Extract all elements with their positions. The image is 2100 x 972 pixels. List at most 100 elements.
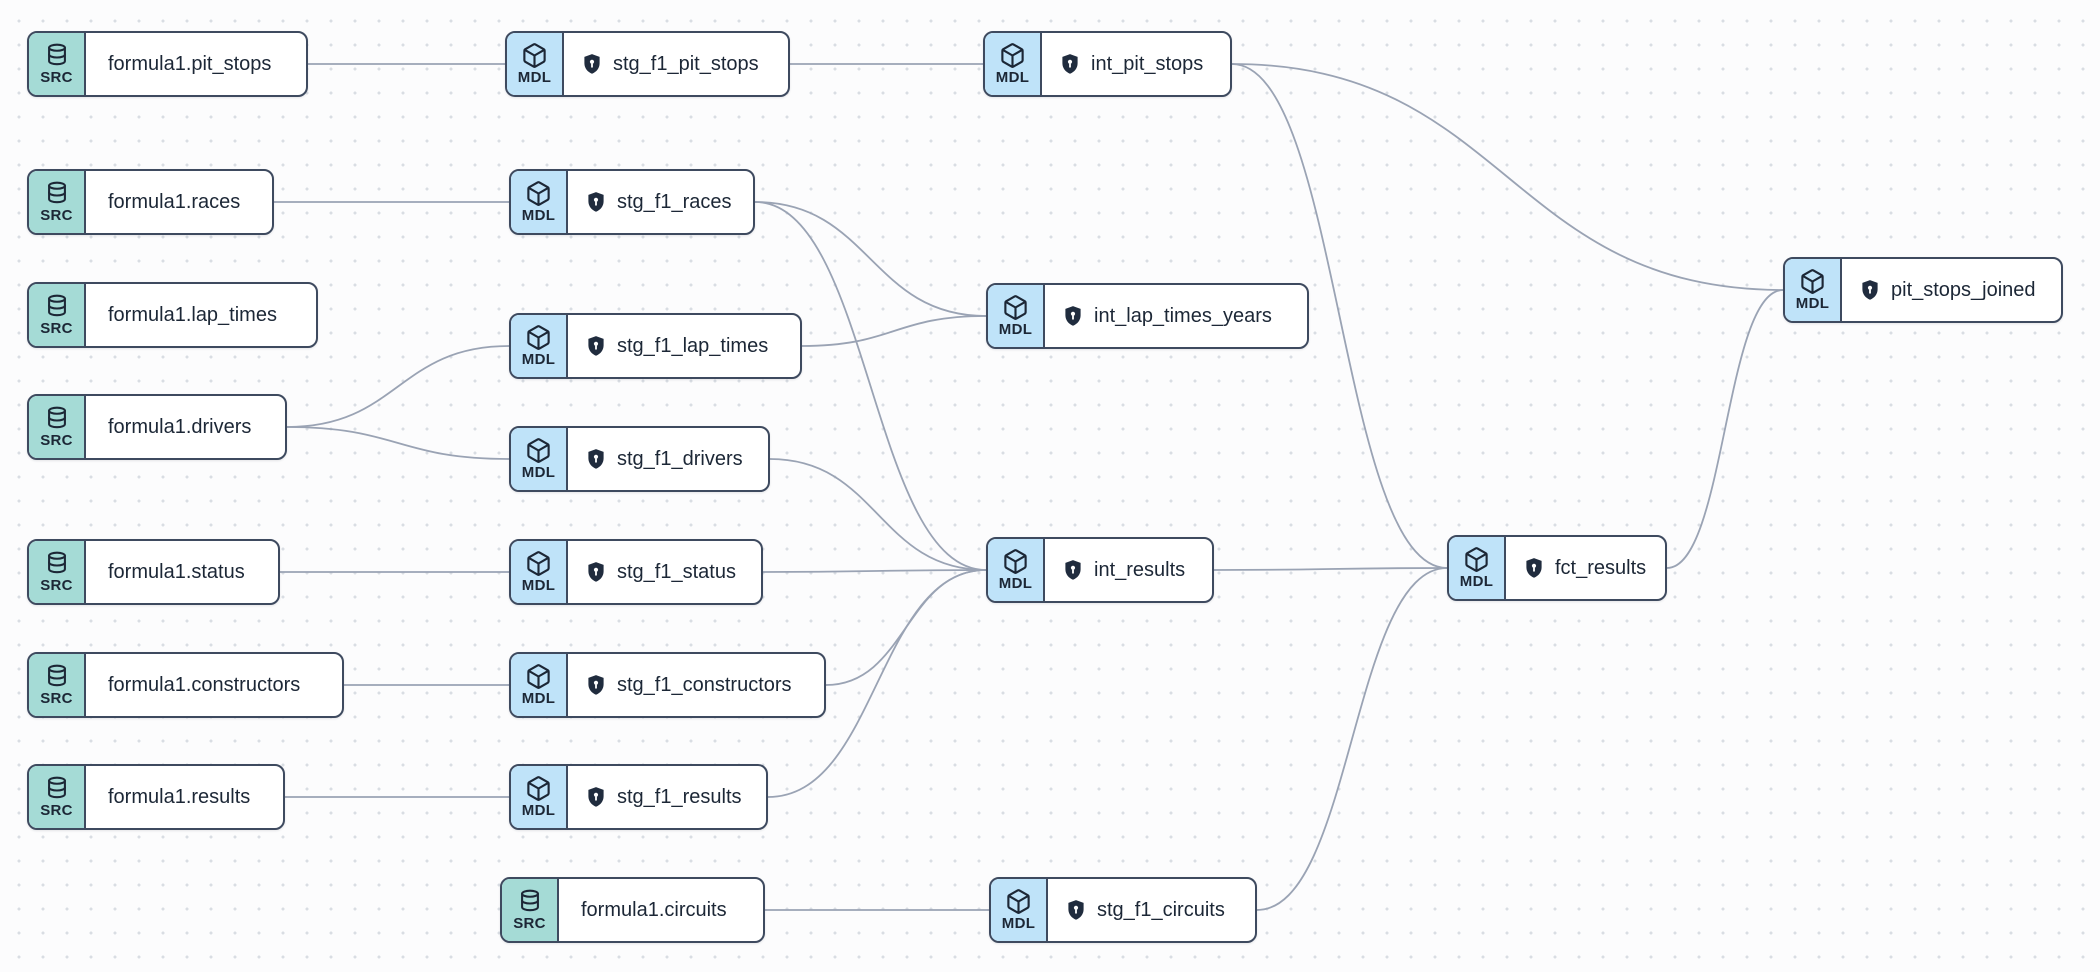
node-label: formula1.circuits	[581, 898, 727, 921]
shield-lock-icon	[584, 447, 608, 471]
node-label: fct_results	[1555, 556, 1647, 579]
node-fct_results[interactable]: MDL fct_results	[1447, 535, 1667, 601]
cube-icon	[525, 550, 552, 577]
edge-src_drivers-to-stg_f1_lap_times	[286, 345, 510, 428]
node-stg_f1_constructors[interactable]: MDL stg_f1_constructors	[509, 652, 826, 718]
node-stg_f1_pit_stops[interactable]: MDL stg_f1_pit_stops	[505, 31, 790, 97]
node-src_constructors[interactable]: SRC formula1.constructors	[27, 652, 344, 718]
shield-lock-icon	[1061, 558, 1085, 582]
edge-int_pit_stops-to-fct_results	[1231, 63, 1448, 569]
node-body: formula1.constructors	[86, 654, 342, 716]
edge-stg_f1_status-to-int_results	[762, 569, 987, 573]
node-label: formula1.pit_stops	[108, 52, 272, 75]
edge-stg_f1_drivers-to-int_results	[769, 458, 987, 571]
node-label: formula1.results	[108, 785, 251, 808]
node-type-badge: MDL	[511, 315, 568, 377]
node-pit_stops_joined[interactable]: MDL pit_stops_joined	[1783, 257, 2063, 323]
database-icon	[44, 663, 70, 690]
node-int_results[interactable]: MDL int_results	[986, 537, 1214, 603]
database-icon	[44, 180, 70, 207]
cube-icon	[1002, 548, 1029, 575]
node-body: formula1.results	[86, 766, 283, 828]
database-icon	[44, 42, 70, 69]
node-label: stg_f1_pit_stops	[613, 52, 759, 75]
edge-int_results-to-fct_results	[1213, 567, 1448, 571]
cube-icon	[999, 42, 1026, 69]
node-label: stg_f1_races	[617, 190, 732, 213]
node-type-label: MDL	[998, 321, 1033, 338]
node-label: int_lap_times_years	[1094, 304, 1272, 327]
node-type-label: MDL	[517, 69, 552, 86]
node-body: formula1.lap_times	[86, 284, 316, 346]
node-type-label: SRC	[40, 320, 73, 337]
node-label: stg_f1_drivers	[617, 447, 743, 470]
node-body: formula1.races	[86, 171, 272, 233]
node-src_circuits[interactable]: SRC formula1.circuits	[500, 877, 765, 943]
node-type-label: SRC	[40, 69, 73, 86]
node-label: formula1.constructors	[108, 673, 301, 696]
node-type-badge: MDL	[1785, 259, 1842, 321]
node-type-badge: MDL	[511, 766, 568, 828]
node-type-label: SRC	[40, 802, 73, 819]
node-label: formula1.status	[108, 560, 245, 583]
node-type-label: SRC	[40, 207, 73, 224]
node-body: stg_f1_constructors	[568, 654, 824, 716]
cube-icon	[525, 663, 552, 690]
node-body: int_results	[1045, 539, 1212, 601]
edge-stg_f1_races-to-int_lap_times_years	[754, 201, 987, 317]
node-stg_f1_results[interactable]: MDL stg_f1_results	[509, 764, 768, 830]
node-src_drivers[interactable]: SRC formula1.drivers	[27, 394, 287, 460]
node-stg_f1_status[interactable]: MDL stg_f1_status	[509, 539, 763, 605]
edge-stg_f1_results-to-int_results	[767, 569, 987, 798]
node-type-badge: SRC	[502, 879, 559, 941]
cube-icon	[1799, 268, 1826, 295]
edge-stg_f1_circuits-to-fct_results	[1256, 567, 1448, 911]
database-icon	[44, 550, 70, 577]
database-icon	[44, 405, 70, 432]
cube-icon	[1463, 546, 1490, 573]
node-type-badge: MDL	[991, 879, 1048, 941]
node-stg_f1_drivers[interactable]: MDL stg_f1_drivers	[509, 426, 770, 492]
shield-lock-icon	[584, 190, 608, 214]
node-src_lap_times[interactable]: SRC formula1.lap_times	[27, 282, 318, 348]
node-type-badge: MDL	[507, 33, 564, 95]
node-src_results[interactable]: SRC formula1.results	[27, 764, 285, 830]
node-label: stg_f1_constructors	[617, 673, 792, 696]
node-src_races[interactable]: SRC formula1.races	[27, 169, 274, 235]
node-label: stg_f1_circuits	[1097, 898, 1225, 921]
cube-icon	[1002, 294, 1029, 321]
node-type-label: MDL	[521, 577, 556, 594]
node-type-badge: MDL	[988, 285, 1045, 347]
node-body: formula1.circuits	[559, 879, 763, 941]
node-stg_f1_circuits[interactable]: MDL stg_f1_circuits	[989, 877, 1257, 943]
node-type-label: MDL	[1459, 573, 1494, 590]
node-src_pit_stops[interactable]: SRC formula1.pit_stops	[27, 31, 308, 97]
node-body: pit_stops_joined	[1842, 259, 2061, 321]
node-int_pit_stops[interactable]: MDL int_pit_stops	[983, 31, 1232, 97]
node-label: int_results	[1094, 558, 1186, 581]
node-body: int_lap_times_years	[1045, 285, 1307, 347]
node-type-badge: SRC	[29, 171, 86, 233]
node-type-badge: MDL	[1449, 537, 1506, 599]
node-type-badge: MDL	[985, 33, 1042, 95]
cube-icon	[525, 775, 552, 802]
node-stg_f1_lap_times[interactable]: MDL stg_f1_lap_times	[509, 313, 802, 379]
database-icon	[44, 293, 70, 320]
node-stg_f1_races[interactable]: MDL stg_f1_races	[509, 169, 755, 235]
node-label: int_pit_stops	[1091, 52, 1204, 75]
node-type-badge: MDL	[511, 541, 568, 603]
node-type-badge: MDL	[511, 428, 568, 490]
node-int_lap_times_years[interactable]: MDL int_lap_times_years	[986, 283, 1309, 349]
node-type-label: MDL	[995, 69, 1030, 86]
node-type-label: MDL	[521, 351, 556, 368]
shield-lock-icon	[584, 785, 608, 809]
node-label: pit_stops_joined	[1891, 278, 2036, 301]
node-type-badge: MDL	[511, 171, 568, 233]
cube-icon	[521, 42, 548, 69]
cube-icon	[525, 324, 552, 351]
node-src_status[interactable]: SRC formula1.status	[27, 539, 280, 605]
node-type-badge: MDL	[511, 654, 568, 716]
shield-lock-icon	[584, 673, 608, 697]
